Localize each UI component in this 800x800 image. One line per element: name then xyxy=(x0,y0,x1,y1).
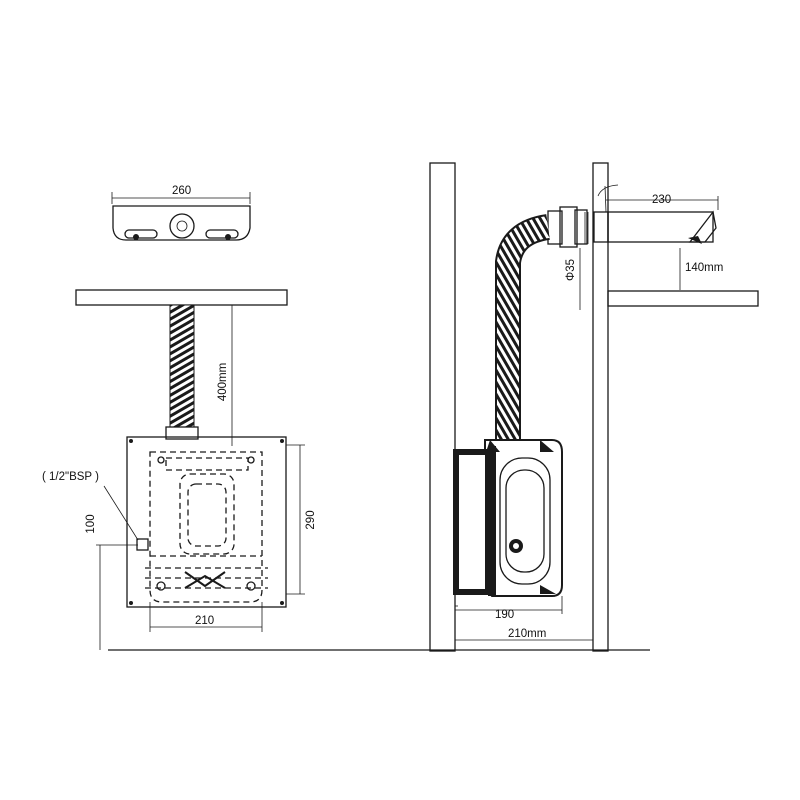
spout-height-label: 140mm xyxy=(685,262,723,274)
unit-depth-label: 190 xyxy=(495,609,514,621)
unit-body-side xyxy=(453,439,563,597)
spout-top-plan: 260 xyxy=(111,185,251,241)
inlet-height-label: 100 xyxy=(85,514,97,533)
box-width-label: 210 xyxy=(195,615,214,627)
inlet-thread-label: ( 1/2"BSP ) xyxy=(42,471,99,483)
pipe-diameter-label: Φ35 xyxy=(565,259,577,281)
hose-length-label: 400mm xyxy=(217,363,229,401)
counter-top-front xyxy=(75,289,288,306)
hidden-unit-outline xyxy=(145,451,268,603)
top-width-label: 260 xyxy=(172,185,191,197)
water-inlet xyxy=(136,538,149,551)
box-height-label: 290 xyxy=(305,510,317,529)
cabinet-depth-label: 210mm xyxy=(508,628,546,640)
cabinet-wall-right xyxy=(592,162,609,652)
counter-top-side xyxy=(607,290,759,307)
front-view: 260 400mm xyxy=(42,185,398,651)
cabinet-wall-left xyxy=(429,162,456,652)
spout-side xyxy=(584,210,717,244)
side-view: 230 140mm Φ35 190 xyxy=(398,162,759,652)
spout-length-label: 230 xyxy=(652,194,671,206)
hose-front xyxy=(169,304,195,428)
